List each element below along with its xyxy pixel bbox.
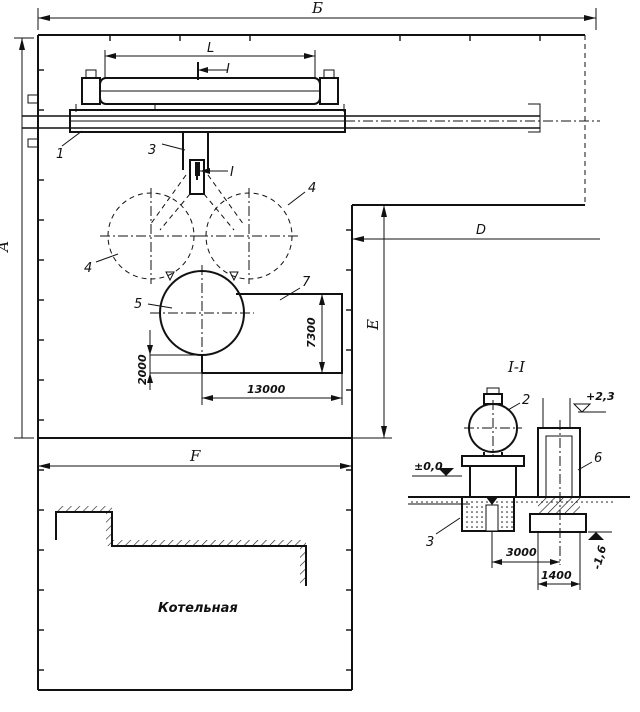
callout-7: 7 bbox=[302, 275, 311, 290]
leader-3-section bbox=[435, 517, 461, 535]
section-mark-mid bbox=[196, 162, 228, 180]
callout-3-plan: 3 bbox=[148, 143, 156, 158]
section-title: I-I bbox=[507, 358, 526, 376]
dim-2000-line bbox=[147, 330, 202, 390]
leader-4-left bbox=[95, 253, 119, 263]
section-mark-mid-label: I bbox=[230, 165, 234, 180]
zone-7 bbox=[201, 293, 343, 374]
leader-5 bbox=[147, 303, 173, 309]
column-mark-lower bbox=[27, 138, 39, 148]
dim-7300-label: 7300 bbox=[305, 317, 318, 348]
boiler-room-outline bbox=[55, 506, 307, 586]
elevation-minus-label: -1,6 bbox=[590, 544, 609, 571]
leader-3-plan bbox=[161, 143, 186, 151]
boiler-room-label: Котельная bbox=[158, 601, 238, 616]
leader-6 bbox=[577, 461, 593, 471]
conveyor-arm bbox=[182, 132, 209, 195]
building-outline bbox=[37, 34, 586, 691]
dim-f-line bbox=[38, 463, 352, 469]
dim-1400-line bbox=[537, 532, 581, 590]
dim-d-line bbox=[352, 236, 600, 242]
section-mark-top bbox=[197, 62, 228, 80]
dim-3000-line bbox=[491, 531, 560, 568]
pit-structure bbox=[529, 398, 587, 565]
dim-e-line bbox=[352, 205, 392, 439]
elevation-plus-marker bbox=[572, 403, 606, 413]
motor-foundation bbox=[461, 496, 515, 532]
runway-beam bbox=[22, 103, 600, 133]
dim-13000-label: 13000 bbox=[247, 383, 286, 396]
dim-top-line bbox=[37, 8, 597, 30]
dim-left-line bbox=[14, 37, 34, 439]
wall-ticks bbox=[38, 35, 541, 671]
dim-left-label: А bbox=[0, 241, 12, 253]
leader-4-right bbox=[287, 191, 306, 206]
section-motor bbox=[461, 387, 525, 497]
elevation-zero-marker bbox=[412, 468, 462, 477]
callout-4-right: 4 bbox=[308, 181, 316, 196]
callout-4-left: 4 bbox=[84, 261, 92, 276]
dim-e-label: Е bbox=[364, 319, 382, 331]
section-ground bbox=[408, 496, 630, 505]
elevation-zero-label: ±0,0 bbox=[414, 460, 443, 473]
drum-left bbox=[100, 188, 202, 284]
dim-13000-line bbox=[201, 373, 343, 405]
main-drum bbox=[150, 265, 254, 360]
leader-7 bbox=[279, 287, 301, 301]
feed-lines bbox=[149, 174, 245, 231]
callout-2: 2 bbox=[522, 393, 530, 408]
elevation-minus-marker bbox=[588, 531, 612, 540]
section-mark-top-label: I bbox=[226, 62, 230, 77]
dim-7300-line bbox=[319, 294, 325, 373]
dim-f-label: F bbox=[189, 447, 201, 465]
dim-d-label: D bbox=[476, 223, 486, 238]
callout-6: 6 bbox=[594, 451, 602, 466]
dim-2000-label: 2000 bbox=[136, 354, 149, 385]
elevation-plus-label: +2,3 bbox=[586, 390, 615, 403]
drum-right bbox=[198, 188, 300, 284]
leader-2 bbox=[507, 402, 521, 411]
callout-5: 5 bbox=[134, 297, 142, 312]
dim-top-label: Б bbox=[311, 0, 323, 17]
dim-3000-label: 3000 bbox=[506, 546, 537, 559]
drive-drum bbox=[75, 69, 345, 112]
dim-l-line bbox=[104, 50, 316, 78]
dim-1400-label: 1400 bbox=[541, 569, 572, 582]
column-mark-upper bbox=[27, 94, 39, 104]
dim-l-label: L bbox=[207, 41, 214, 56]
callout-1: 1 bbox=[56, 147, 64, 162]
callout-3-section: 3 bbox=[426, 535, 434, 550]
leader-1 bbox=[61, 130, 83, 147]
